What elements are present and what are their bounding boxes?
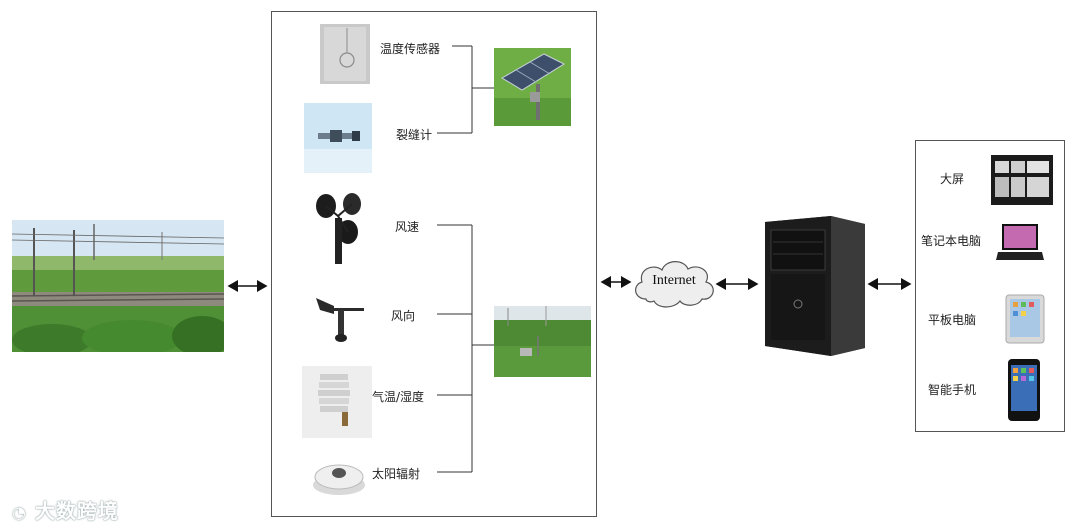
- watermark: ◔ 大数跨境: [12, 495, 119, 524]
- watermark-logo-icon: ◔: [12, 503, 27, 522]
- label-tablet: 平板电脑: [928, 313, 977, 327]
- big-screen-image: [991, 155, 1053, 205]
- internet-label: Internet: [652, 273, 696, 288]
- smartphone-image: [1006, 358, 1042, 422]
- field-station-image: [494, 306, 591, 377]
- anemometer-image: [308, 186, 368, 268]
- label-smartphone: 智能手机: [928, 383, 977, 397]
- server-tower: [765, 212, 865, 356]
- pyranometer-image: [310, 455, 368, 501]
- internet-cloud: Internet: [630, 255, 718, 310]
- label-air-temp-humidity: 气温/湿度: [372, 390, 425, 404]
- watermark-text: 大数跨境: [34, 499, 119, 523]
- tablet-image: [1004, 293, 1046, 345]
- wind-vane-image: [310, 290, 370, 345]
- air-temp-humidity-sensor-image: [302, 366, 372, 438]
- label-big-screen: 大屏: [940, 172, 965, 186]
- label-laptop: 笔记本电脑: [921, 234, 982, 248]
- label-solar-radiation: 太阳辐射: [372, 467, 421, 481]
- label-wind-direction: 风向: [391, 309, 416, 323]
- crack-meter-image: [304, 103, 372, 173]
- railway-site-photo: [12, 220, 224, 352]
- label-wind-speed: 风速: [395, 220, 420, 234]
- laptop-image: [996, 222, 1044, 264]
- label-crack-meter: 裂缝计: [396, 128, 433, 142]
- temperature-sensor-image: [320, 24, 370, 84]
- label-temperature-sensor: 温度传感器: [380, 42, 441, 56]
- solar-panel-station-image: [494, 48, 571, 126]
